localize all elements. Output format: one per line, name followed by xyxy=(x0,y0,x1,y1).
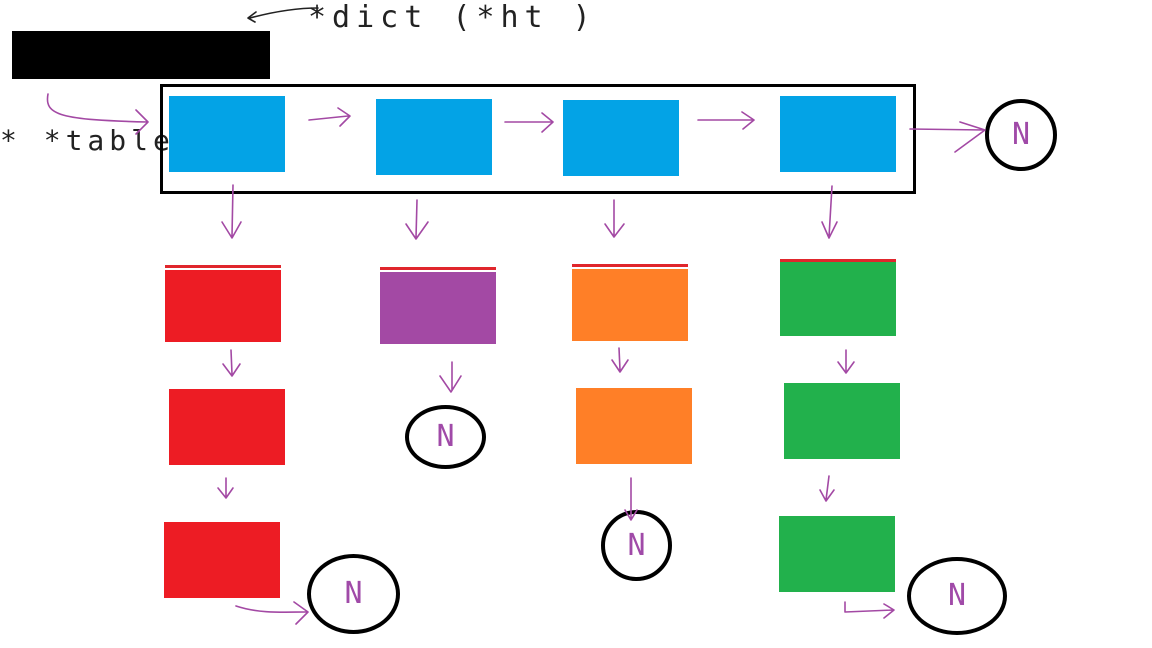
table-array-frame xyxy=(160,84,916,194)
down-arrow-chain-1-a xyxy=(222,349,241,377)
null-label: N xyxy=(344,576,363,611)
null-label: N xyxy=(947,578,967,613)
chain-1-node-2 xyxy=(169,389,285,465)
down-arrow-chain-2 xyxy=(439,361,462,393)
bucket-2 xyxy=(376,99,492,175)
down-arrow-bucket-1 xyxy=(221,184,242,239)
null-label: N xyxy=(627,527,646,563)
down-arrow-chain-4-b xyxy=(819,475,835,502)
dict-pointer-arrow xyxy=(247,7,319,23)
chain-3-node-2 xyxy=(576,388,692,464)
null-node-chain-4: N xyxy=(907,557,1007,635)
redacted-block xyxy=(12,31,270,79)
down-arrow-chain-3-b xyxy=(624,477,638,521)
dict-pointer-label: *dict (*ht ) xyxy=(308,0,597,35)
null-label: N xyxy=(436,419,455,454)
next-arrow-1-2 xyxy=(308,107,351,127)
down-arrow-chain-4-a xyxy=(837,349,855,374)
next-arrow-3-4 xyxy=(697,111,755,130)
chain-4-node-2 xyxy=(784,383,900,459)
next-arrow-chain-4-null xyxy=(844,601,895,619)
down-arrow-bucket-4 xyxy=(821,185,838,239)
table-pointer-arrow xyxy=(46,93,149,135)
bucket-3 xyxy=(563,100,679,176)
down-arrow-chain-3-a xyxy=(611,347,629,373)
null-label: N xyxy=(1011,117,1031,152)
chain-4-node-3 xyxy=(779,516,895,592)
next-arrow-chain-1-null xyxy=(235,601,309,625)
chain-2-node-1 xyxy=(380,267,496,344)
down-arrow-chain-1-b xyxy=(217,477,234,499)
next-arrow-2-3 xyxy=(504,112,554,133)
null-node-chain-1: N xyxy=(307,554,400,634)
down-arrow-bucket-3 xyxy=(604,199,625,238)
bucket-4 xyxy=(780,96,896,172)
next-arrow-4-null xyxy=(909,121,986,153)
chain-3-node-1 xyxy=(572,264,688,341)
bucket-1 xyxy=(169,96,285,172)
chain-4-node-1 xyxy=(780,259,896,336)
null-node-chain-2: N xyxy=(405,405,486,469)
null-node-table-end: N xyxy=(985,99,1057,171)
down-arrow-bucket-2 xyxy=(405,199,429,240)
chain-1-node-1 xyxy=(165,265,281,342)
chain-1-node-3 xyxy=(164,522,280,598)
